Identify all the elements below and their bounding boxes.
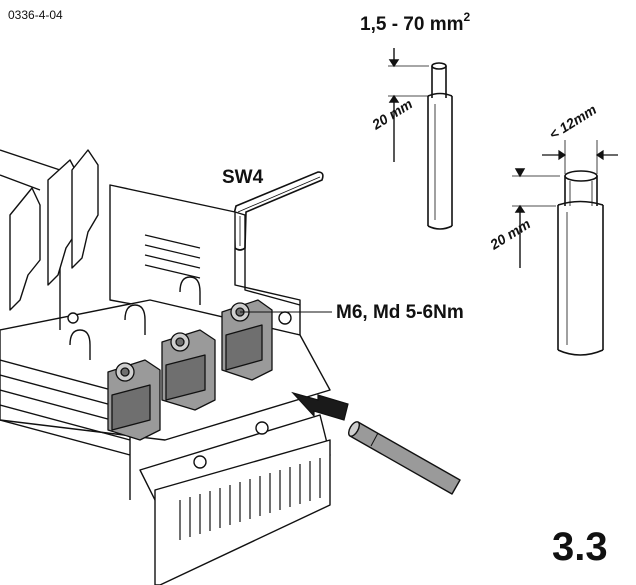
wrench-label: SW4 [222,167,264,188]
strip-length-flat-label: 20 mm [486,215,533,253]
reference-code: 0336-4-04 [8,8,63,22]
terminal-block-1 [107,359,161,441]
inserted-conductor [348,421,461,495]
flat-conductor [557,170,604,356]
left-clamp-arms [9,149,99,311]
terminal-block-3 [221,299,273,381]
strip-length-round-dimension [388,48,429,162]
terminal-block-2 [161,329,216,411]
flat-width-label: < 12mm [546,101,599,142]
screw-torque-label: M6, Md 5-6Nm [336,302,464,323]
flat-width-dimension [542,140,618,174]
cross-section-label: 1,5 - 70 mm2 [360,10,471,35]
round-conductor [427,62,453,230]
busbar-clips [69,276,201,360]
strip-length-flat-dimension [512,168,560,268]
insertion-arrow [291,391,349,421]
step-number: 3.3 [552,525,608,569]
